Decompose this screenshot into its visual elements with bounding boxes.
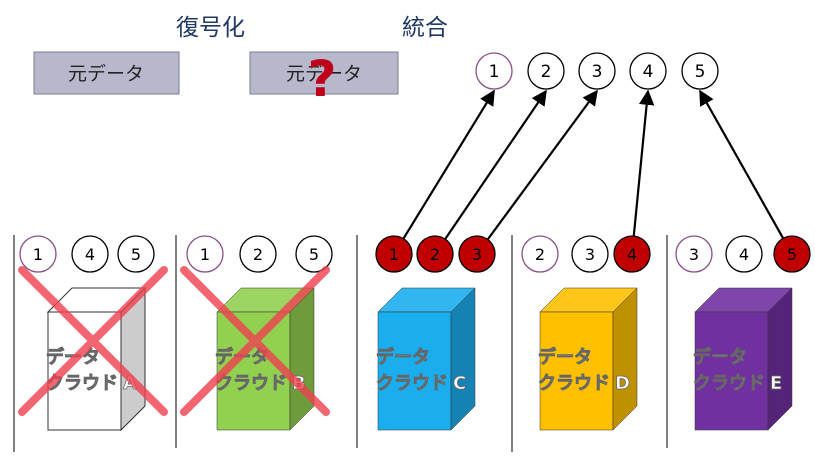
share-label: 3 <box>689 245 699 264</box>
share-4: 4 <box>613 235 651 273</box>
original-data-label-left: 元データ <box>68 63 144 85</box>
share-label: 2 <box>253 245 263 264</box>
share-3: 3 <box>571 235 609 273</box>
cloud-label-line2: クラウド <box>376 373 448 394</box>
original-data-box-mid: 元データ ? <box>249 50 399 108</box>
share-2: 2 <box>521 235 559 273</box>
share-2: 2 <box>416 235 454 273</box>
fragment-5: 5 <box>681 52 719 90</box>
arrow-to-fragment-4 <box>632 89 655 237</box>
data-clouds: 145データクラウドA125データクラウドB123データクラウドC234データク… <box>18 235 811 432</box>
fragment-arrows <box>402 89 785 241</box>
share-label: 3 <box>585 245 595 264</box>
share-1: 1 <box>375 235 413 273</box>
share-label: 3 <box>472 245 482 264</box>
cloud-label-line2: クラウド <box>538 373 610 394</box>
share-label: 1 <box>389 245 399 264</box>
share-1: 1 <box>19 235 57 273</box>
share-1: 1 <box>186 235 224 273</box>
share-4: 4 <box>725 235 763 273</box>
cloud-cube <box>539 287 638 431</box>
share-label: 2 <box>535 245 545 264</box>
share-label: 4 <box>85 245 95 264</box>
share-label: 1 <box>33 245 43 264</box>
cloud-cube <box>377 287 476 431</box>
share-label: 5 <box>787 245 797 264</box>
cloud-label-line2: クラウド <box>693 373 765 394</box>
share-5: 5 <box>117 235 155 273</box>
cloud-b: 125データクラウドB <box>180 235 333 431</box>
share-3: 3 <box>675 235 713 273</box>
cloud-letter: E <box>770 373 782 394</box>
integrated-fragments: 1 2 3 4 5 <box>475 52 719 90</box>
original-data-label-mid: 元データ <box>286 63 362 85</box>
cloud-letter: C <box>453 373 466 394</box>
share-2: 2 <box>239 235 277 273</box>
fragment-3: 3 <box>578 52 616 90</box>
cloud-label-line1: データ <box>538 346 592 368</box>
fragment-label: 1 <box>489 62 500 82</box>
cloud-label-line1: データ <box>693 346 747 368</box>
arrow-to-fragment-2 <box>444 89 547 240</box>
fragment-4: 4 <box>629 52 667 90</box>
fragment-label: 3 <box>592 62 603 82</box>
fragment-2: 2 <box>527 52 565 90</box>
arrow-to-fragment-3 <box>486 89 598 241</box>
share-5: 5 <box>773 235 811 273</box>
failed-cross <box>18 266 168 416</box>
share-label: 5 <box>309 245 319 264</box>
separators <box>13 235 668 452</box>
cloud-cube <box>694 287 793 431</box>
question-mark: ? <box>307 50 336 108</box>
decode-label: 復号化 <box>176 15 245 41</box>
cloud-letter: D <box>615 373 630 394</box>
fragment-label: 4 <box>643 62 654 82</box>
share-label: 1 <box>200 245 210 264</box>
share-label: 4 <box>627 245 637 264</box>
original-data-box-left: 元データ <box>33 51 180 95</box>
share-label: 2 <box>430 245 440 264</box>
cloud-a: 145データクラウドA <box>18 235 168 432</box>
share-3: 3 <box>458 235 496 273</box>
failed-cross <box>180 266 330 416</box>
integrate-label: 統合 <box>402 15 448 41</box>
share-5: 5 <box>295 235 333 273</box>
fragment-1: 1 <box>475 52 513 90</box>
share-label: 5 <box>131 245 141 264</box>
share-4: 4 <box>71 235 109 273</box>
cloud-label-line2: クラウド <box>215 373 287 394</box>
fragment-label: 5 <box>695 62 706 82</box>
arrow-to-fragment-1 <box>402 89 495 240</box>
arrow-to-fragment-5 <box>699 89 785 239</box>
fragment-label: 2 <box>541 62 552 82</box>
share-label: 4 <box>739 245 749 264</box>
cloud-label-line1: データ <box>376 346 430 368</box>
cloud-label-line2: クラウド <box>46 373 118 394</box>
